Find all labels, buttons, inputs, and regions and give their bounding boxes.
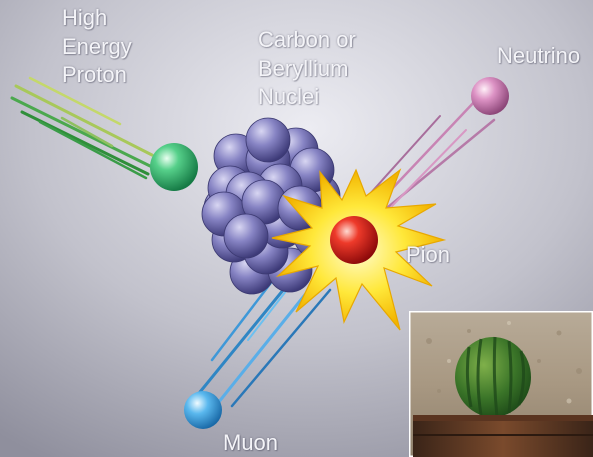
neutrino-label: Neutrino — [497, 42, 580, 71]
watermelon-photo-inset — [409, 311, 593, 457]
pion-label: Pion — [406, 241, 450, 270]
nuclei-label: Carbon or Beryllium Nuclei — [258, 26, 356, 112]
pion-sphere — [330, 216, 378, 264]
neutrino-sphere — [471, 77, 509, 115]
proton-sphere — [150, 143, 198, 191]
barrel — [413, 417, 593, 457]
muon-label: Muon — [223, 429, 278, 457]
high-energy-proton-label: High Energy Proton — [62, 4, 132, 90]
muon-sphere — [184, 391, 222, 429]
